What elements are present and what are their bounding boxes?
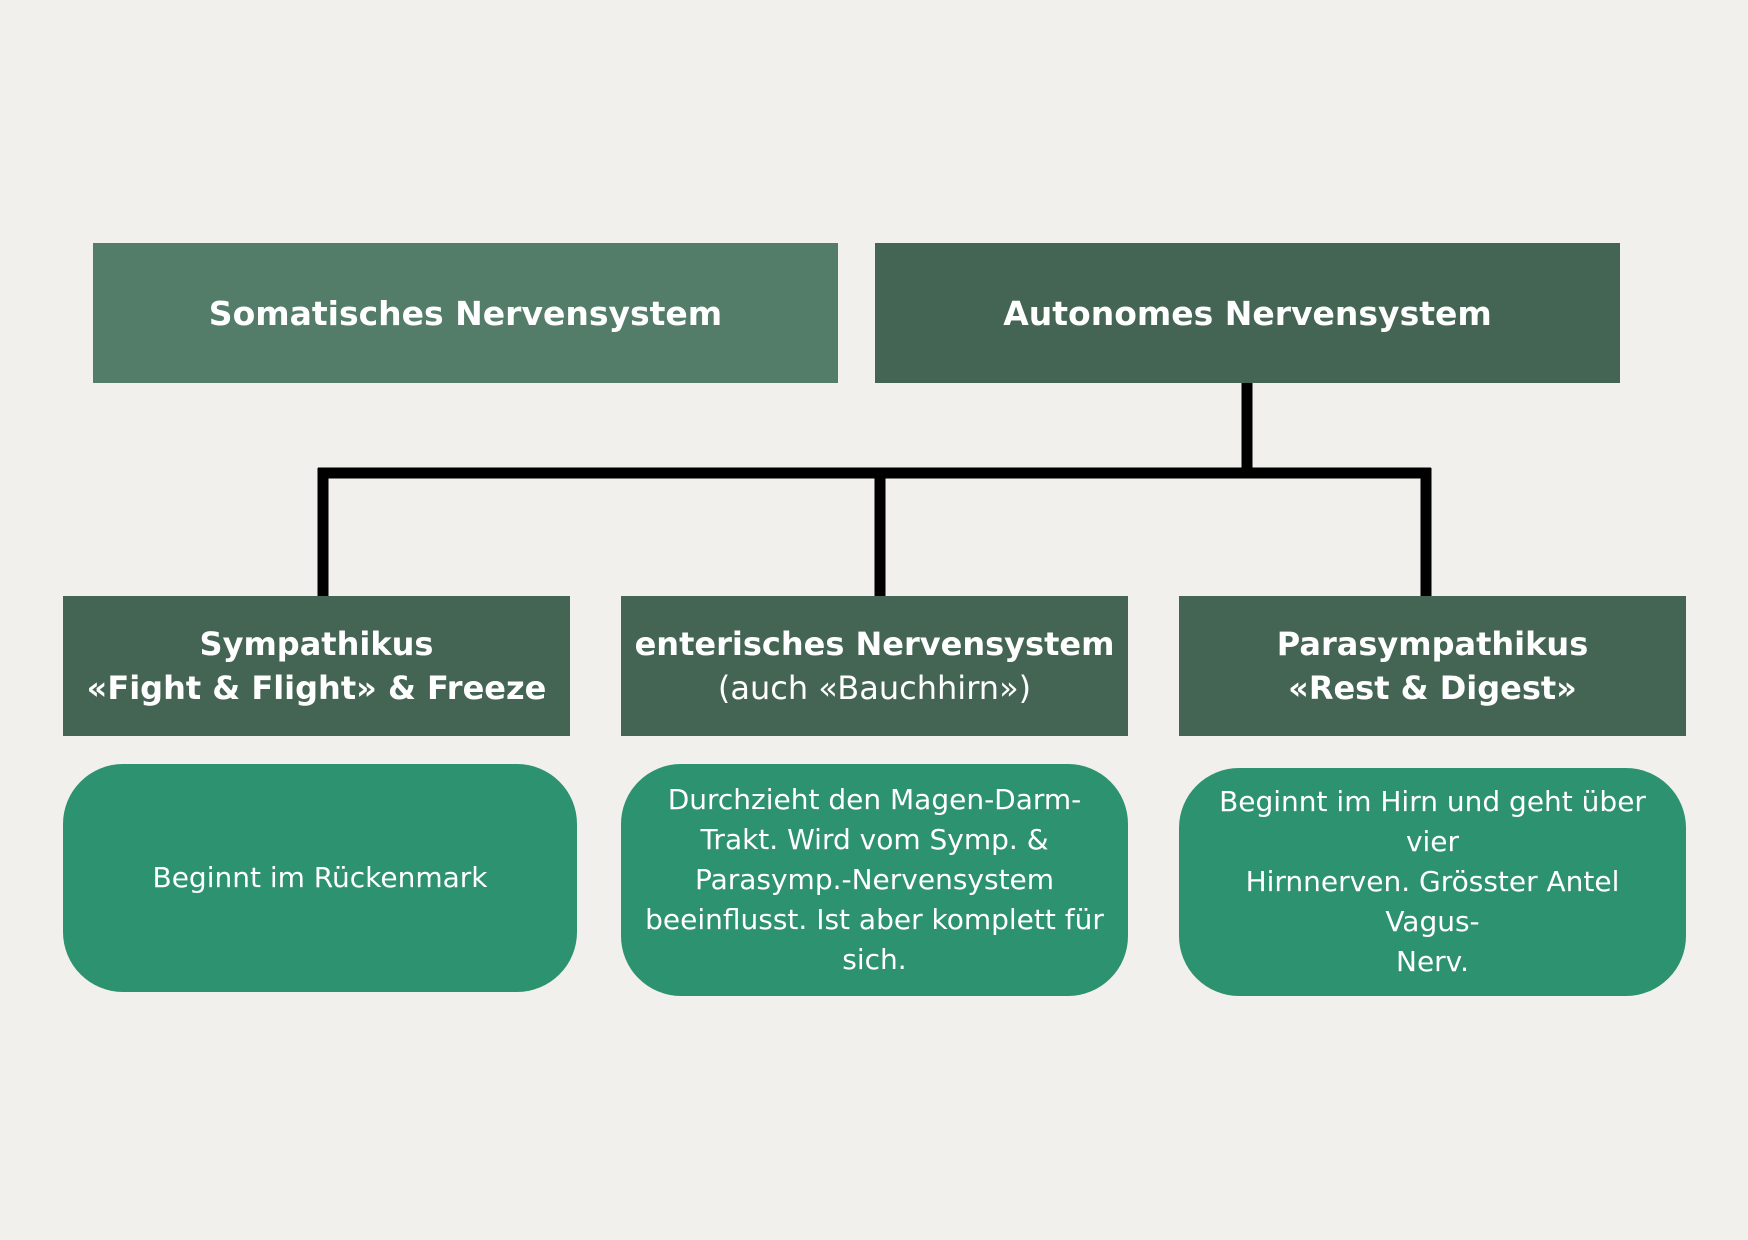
enteric-description-line: Parasymp.-Nervensystem xyxy=(694,863,1055,896)
enteric-description-line: Durchzieht den Magen-Darm- xyxy=(667,783,1082,816)
somatic-title: Somatisches Nervensystem xyxy=(208,293,723,333)
enteric-description-box: Durchzieht den Magen-Darm- Trakt. Wird v… xyxy=(621,764,1128,996)
enteric-subtitle: (auch «Bauchhirn») xyxy=(717,669,1032,707)
enteric-description-line: beeinflusst. Ist aber komplett für xyxy=(645,903,1104,936)
sympathikus-description: Beginnt im Rückenmark xyxy=(152,861,488,894)
parasympathikus-box: Parasympathikus «Rest & Digest» xyxy=(1179,596,1686,736)
enteric-description-line: Trakt. Wird vom Symp. & xyxy=(700,823,1049,856)
parasympathikus-description-box: Beginnt im Hirn und geht über vier Hirnn… xyxy=(1179,768,1686,996)
sympathikus-description-box: Beginnt im Rückenmark xyxy=(63,764,577,992)
somatic-nervous-system-box: Somatisches Nervensystem xyxy=(93,243,838,383)
sympathikus-subtitle: «Fight & Flight» & Freeze xyxy=(86,669,547,707)
enteric-description-line: sich. xyxy=(842,943,907,976)
parasympathikus-title: Parasympathikus xyxy=(1276,625,1589,663)
sympathikus-title: Sympathikus xyxy=(199,625,434,663)
enteric-title: enterisches Nervensystem xyxy=(634,625,1115,663)
parasympathikus-description-line: Nerv. xyxy=(1396,945,1469,978)
parasympathikus-description-line: Beginnt im Hirn und geht über vier xyxy=(1219,785,1646,858)
sympathikus-box: Sympathikus «Fight & Flight» & Freeze xyxy=(63,596,570,736)
autonomic-nervous-system-box: Autonomes Nervensystem xyxy=(875,243,1620,383)
parasympathikus-subtitle: «Rest & Digest» xyxy=(1288,669,1577,707)
parasympathikus-description-line: Hirnnerven. Grösster Antel Vagus- xyxy=(1245,865,1620,938)
autonomic-title: Autonomes Nervensystem xyxy=(1003,293,1492,333)
enteric-box: enterisches Nervensystem (auch «Bauchhir… xyxy=(621,596,1128,736)
